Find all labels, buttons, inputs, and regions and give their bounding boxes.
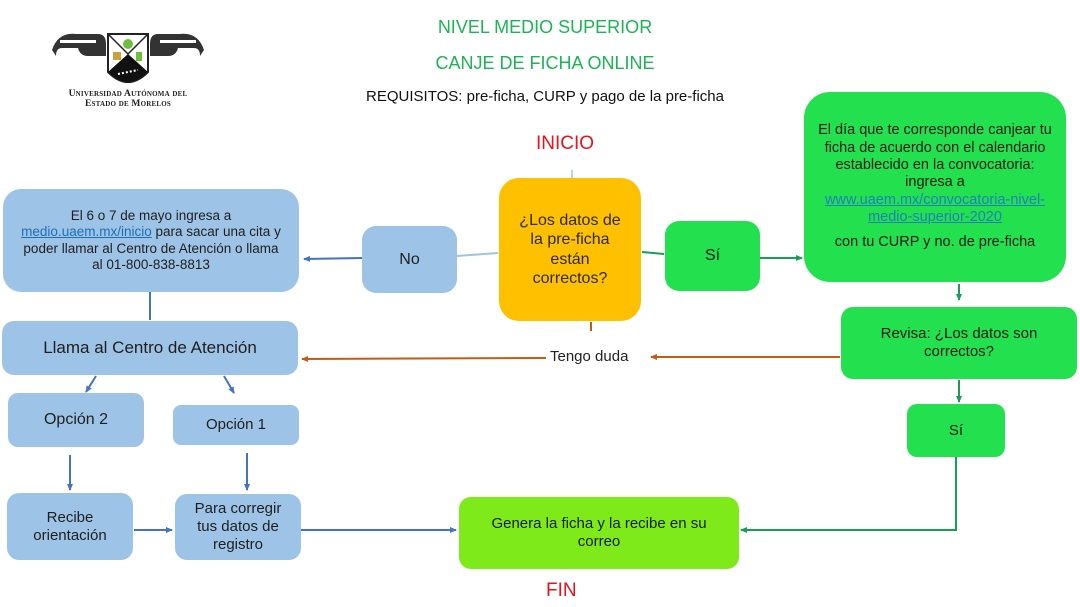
institution-name: Universidad Autónoma del Estado de Morel… [42,89,214,110]
review-box: Revisa: ¿Los datos son correctos? [841,307,1077,379]
convocatoria-link[interactable]: www.uaem.mx/convocatoria-nivel-medio-sup… [825,191,1045,226]
call-to-option2-arrow [85,375,97,393]
requirements-text: REQUISITOS: pre-ficha, CURP y pago de la… [366,88,724,105]
institution-line-2: Estado de Morelos [85,98,171,109]
yes-instruction-text: El día que te corresponde canjear tu fic… [818,122,1052,191]
no-instruction-prefix: El 6 o 7 de mayo ingresa a [70,208,232,224]
call-center-box: Llama al Centro de Atención [2,321,298,375]
review-label: Revisa: ¿Los datos son correctos? [880,325,1038,360]
yes-option-label: Sí [704,247,721,265]
no-option-box: No [362,226,457,293]
page-subtitle: CANJE DE FICHA ONLINE [435,53,655,73]
question-to-yes-connector [641,251,665,255]
option-2-box: Opción 2 [8,393,144,447]
no-instruction-suffix: para sacar una cita y poder llamar al Ce… [23,224,281,272]
final-step-box: Genera la ficha y la recibe en su correo [459,497,739,569]
review-yes-label: Sí [948,421,964,439]
no-to-instruction-arrow [303,255,363,262]
doubt-to-call-arrow [301,355,547,362]
correct-data-box: Para corregir tus datos de registro [175,494,301,560]
option-1-label: Opción 1 [205,416,267,433]
no-branch-instruction-box: El 6 o 7 de mayo ingresa a medio.uaem.mx… [3,189,299,292]
question-to-no-connector [456,252,499,257]
university-logo [48,22,208,112]
final-step-label: Genera la ficha y la recibe en su correo [491,515,707,550]
option-2-label: Opción 2 [43,411,109,429]
call-to-option1-arrow [223,375,235,394]
decision-question-box: ¿Los datos de la pre-ficha están correct… [499,178,641,321]
doubt-label: Tengo duda [550,348,629,365]
medio-uaem-link[interactable]: medio.uaem.mx/inicio [21,224,152,240]
yes-option-box: Sí [665,221,760,291]
uaem-crest-icon [52,33,204,83]
decision-question-text: ¿Los datos de la pre-ficha están correct… [519,212,621,287]
correct-data-label: Para corregir tus datos de registro [194,500,282,553]
call-center-label: Llama al Centro de Atención [43,337,257,357]
review-yes-box: Sí [907,404,1005,457]
yes-branch-instruction-box: El día que te corresponde canjear tu fic… [804,92,1066,282]
receive-guidance-box: Recibe orientación [7,493,133,560]
page-title: NIVEL MEDIO SUPERIOR [437,17,653,37]
end-label: FIN [546,580,577,601]
option-1-box: Opción 1 [173,405,299,445]
yes-instruction-suffix: con tu CURP y no. de pre-ficha [834,234,1036,251]
no-option-label: No [399,250,420,268]
institution-line-1: Universidad Autónoma del [68,89,188,99]
start-label: INICIO [536,133,595,154]
review-yes-to-final-arrow [740,457,957,533]
receive-guidance-label: Recibe orientación [33,508,107,544]
